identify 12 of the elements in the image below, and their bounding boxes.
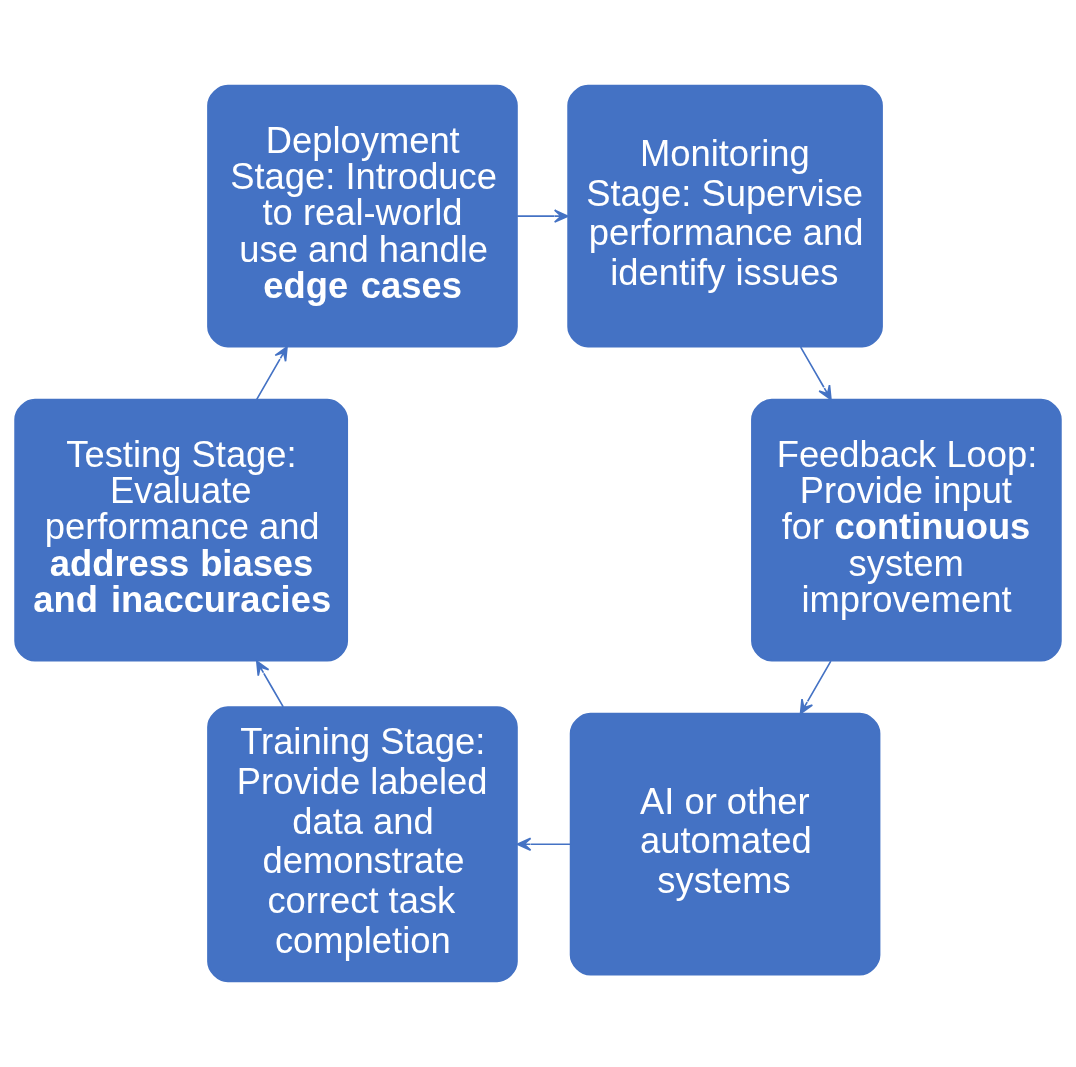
node-box: Training Stage: Provide labeled data and demonstrate correct task completion [207,706,518,983]
node-box: Testing Stage: Evaluate performance and address biases and inaccuracies [14,398,349,662]
node-box: AI or other automated systems [569,712,881,976]
arrow [255,346,288,401]
node-box: Deployment Stage: Introduce to real-world use and handle edge cases [207,84,518,348]
arrow [799,346,832,401]
node-box: Monitoring Stage: Supervise performance and identify issues [567,84,883,348]
arrow [516,837,572,851]
arrow [799,660,832,715]
arrow [516,209,569,223]
arrow [256,660,285,708]
node-box: Feedback Loop: Provide input for continuous system improvement [751,398,1062,662]
